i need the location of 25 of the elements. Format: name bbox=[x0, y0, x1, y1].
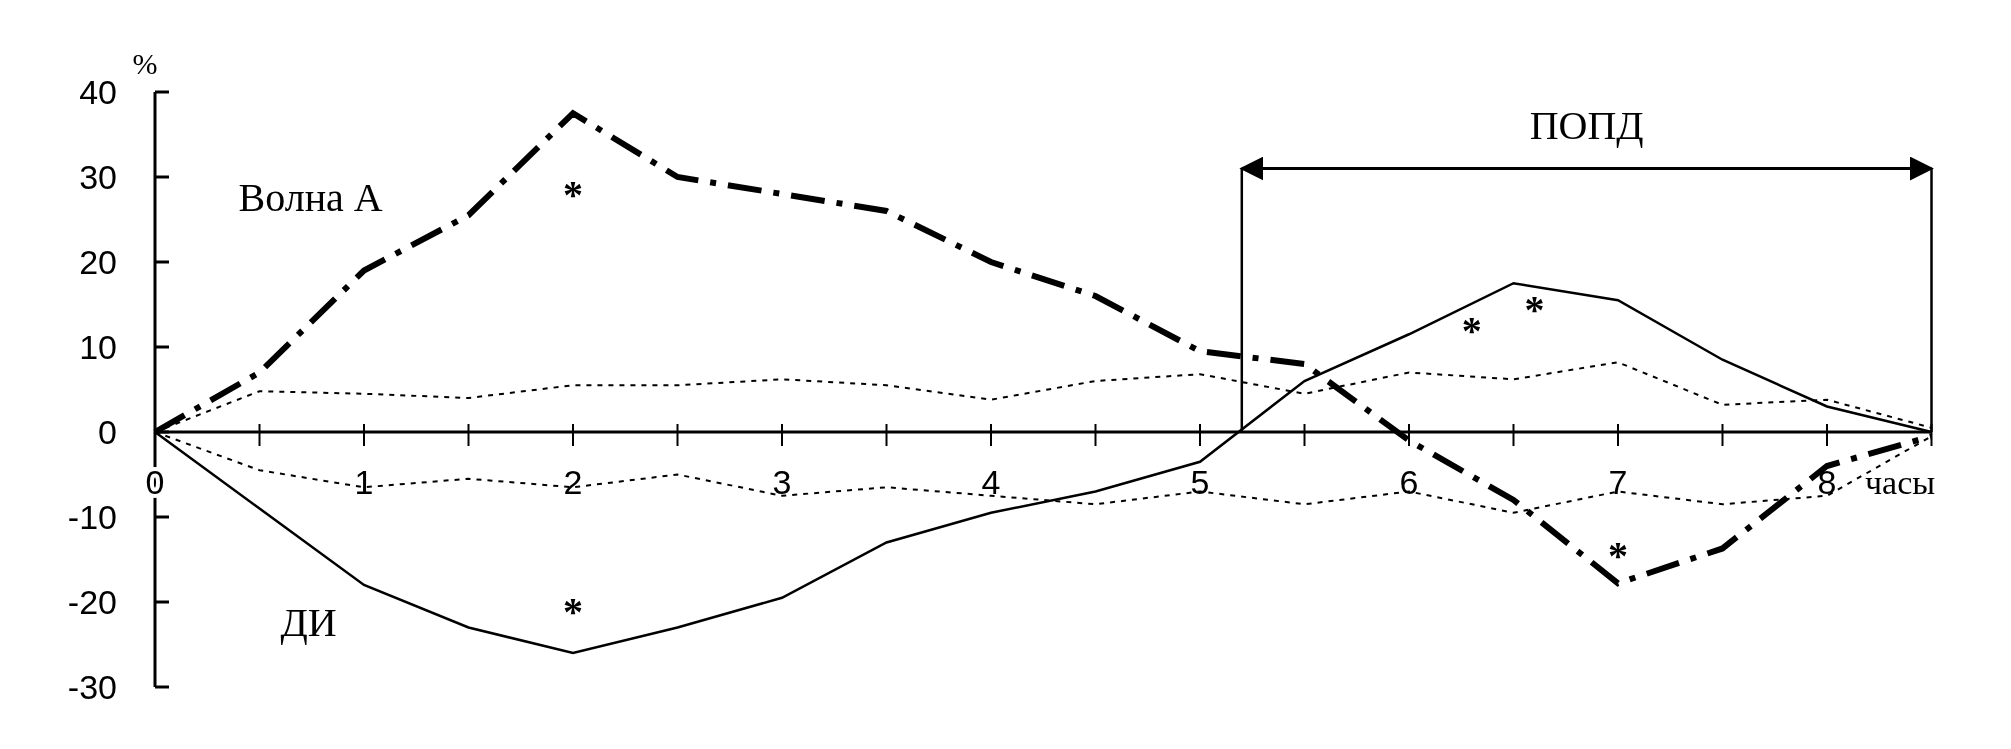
tick-label: 30 bbox=[79, 158, 117, 196]
tick-label: 7 bbox=[1608, 463, 1628, 501]
axis-title: % bbox=[132, 47, 158, 80]
tick-label: 4 bbox=[981, 463, 1001, 501]
significance-mark: * bbox=[563, 172, 583, 217]
significance-mark: * bbox=[563, 588, 583, 634]
tick-label: 20 bbox=[79, 243, 117, 281]
tick-label: 10 bbox=[79, 328, 117, 366]
axis-title: часы bbox=[1865, 464, 1936, 501]
series-label: Волна А bbox=[238, 175, 383, 220]
significance-mark: * bbox=[1461, 308, 1482, 353]
series-label: ДИ bbox=[280, 600, 337, 645]
tick-label: 40 bbox=[79, 73, 117, 111]
significance-mark: * bbox=[1524, 286, 1545, 332]
tick-label: 5 bbox=[1190, 463, 1210, 501]
tick-label: -30 bbox=[67, 668, 117, 706]
tick-label: 2 bbox=[563, 463, 583, 501]
tick-label: -10 bbox=[67, 498, 117, 536]
tick-label: 6 bbox=[1399, 463, 1419, 501]
tick-label: 0 bbox=[98, 413, 117, 451]
tick-label: 8 bbox=[1817, 463, 1837, 501]
tick-label: -20 bbox=[67, 583, 117, 621]
interval-label: ПОПД bbox=[1529, 102, 1644, 148]
tick-label: 3 bbox=[772, 463, 792, 501]
significance-mark: * bbox=[1608, 533, 1628, 579]
